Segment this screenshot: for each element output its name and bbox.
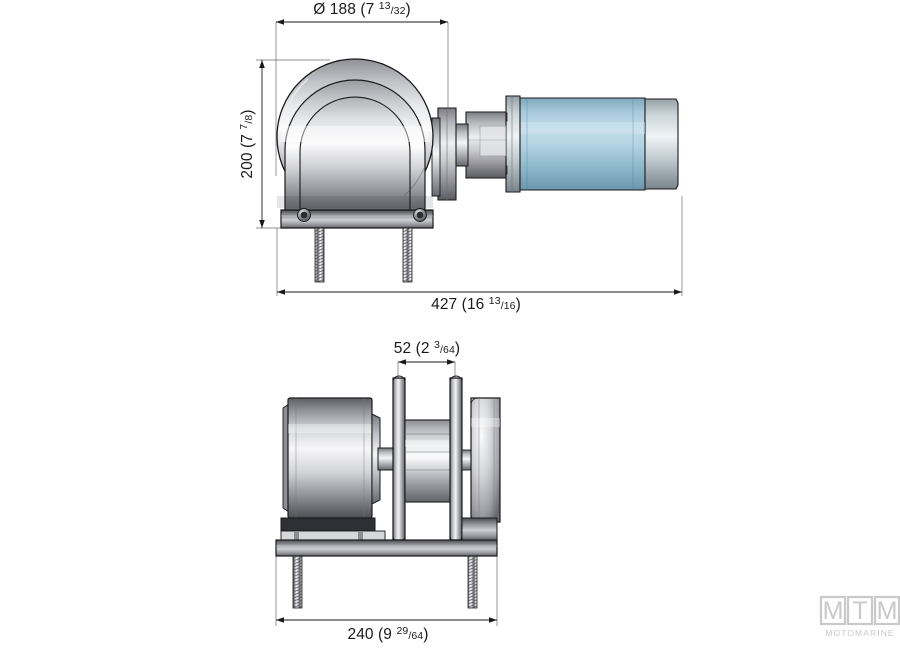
front-elevation-view: 52 (2 3/64) 240 (9 29/64) — [275, 339, 501, 643]
motor-front-flange — [505, 95, 521, 193]
electric-motor-assembly — [431, 95, 679, 201]
gypsy-wheel-front — [470, 397, 501, 523]
base-stud-right — [467, 555, 478, 609]
dimension-drum-width-52: 52 (2 3/64) — [394, 339, 460, 365]
rope-drum-barrel — [404, 419, 457, 503]
base-riser-right — [461, 517, 498, 541]
base-upper-rail — [280, 517, 376, 532]
dimension-label-52: 52 (2 3/64) — [394, 339, 460, 357]
base-frame-front — [275, 517, 498, 609]
motor-body — [515, 97, 646, 191]
dimension-base-width-240: 240 (9 29/64) — [276, 617, 497, 643]
dimension-height-200: 200 (7 7/8) — [238, 60, 265, 228]
base-plate-front — [275, 539, 498, 557]
dimension-label-188: Ø 188 (7 13/32) — [313, 0, 411, 18]
watermark-box-2 — [846, 595, 874, 626]
clutch-shaft-collar — [431, 117, 441, 197]
dimension-label-240: 240 (9 29/64) — [347, 625, 428, 643]
dimension-length-427: 427 (16 13/16) — [277, 289, 682, 313]
watermark-logo: M T M MOTOMARINE — [819, 595, 900, 638]
windlass-drum-housing — [276, 58, 434, 283]
motor-barrel-front — [287, 397, 373, 519]
mounting-base-plate — [280, 209, 434, 229]
drum-shaft-assembly — [377, 375, 501, 543]
dimension-diameter-188: Ø 188 (7 13/32) — [276, 0, 448, 25]
dimension-label-427: 427 (16 13/16) — [431, 295, 521, 313]
watermark-letter-3: M — [877, 597, 898, 625]
watermark-box-1 — [819, 595, 847, 626]
watermark-box-3 — [873, 595, 900, 626]
dimension-label-200: 200 (7 7/8) — [238, 109, 256, 178]
gearbox-front-boss — [454, 123, 469, 167]
mounting-studs-side — [314, 227, 413, 283]
chain-gypsy-cover — [299, 96, 411, 215]
watermark-letter-1: M — [823, 597, 844, 625]
watermark-subtitle: MOTOMARINE — [825, 628, 894, 638]
extension-lines-side — [256, 22, 683, 296]
mounting-stud-right — [402, 227, 413, 283]
motor-end-cap-front — [371, 413, 381, 505]
motor-end-view — [282, 397, 381, 519]
watermark-letter-2: T — [852, 597, 867, 625]
base-stud-left — [292, 555, 303, 609]
motor-rear-cap — [640, 98, 679, 190]
side-elevation-view: Ø 188 (7 13/32) 200 (7 7/8) 427 (16 13/1… — [238, 0, 683, 313]
mounting-stud-left — [314, 227, 325, 283]
